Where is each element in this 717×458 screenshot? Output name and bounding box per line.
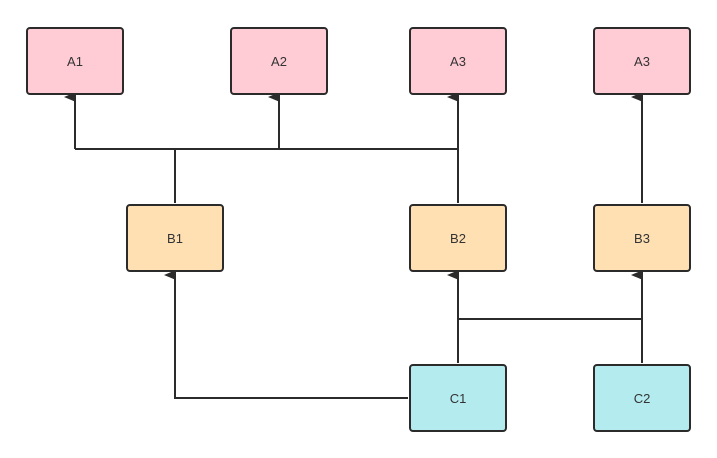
node-a3: A3 [409,27,507,95]
node-b3: B3 [593,204,691,272]
node-a3-label: A3 [450,53,466,69]
node-b3-label: B3 [634,230,650,246]
node-c2: C2 [593,364,691,432]
node-a2: A2 [230,27,328,95]
node-a3-right-label: A3 [634,53,650,69]
node-b2: B2 [409,204,507,272]
node-b2-label: B2 [450,230,466,246]
node-b1-label: B1 [167,230,183,246]
node-a2-label: A2 [271,53,287,69]
node-c1: C1 [409,364,507,432]
node-a1-label: A1 [67,53,83,69]
node-b1: B1 [126,204,224,272]
node-c1-label: C1 [449,390,467,406]
arrow-c1-to-b1 [164,270,408,399]
node-a3-right: A3 [593,27,691,95]
node-a1: A1 [26,27,124,95]
node-c2-label: C2 [633,390,651,406]
